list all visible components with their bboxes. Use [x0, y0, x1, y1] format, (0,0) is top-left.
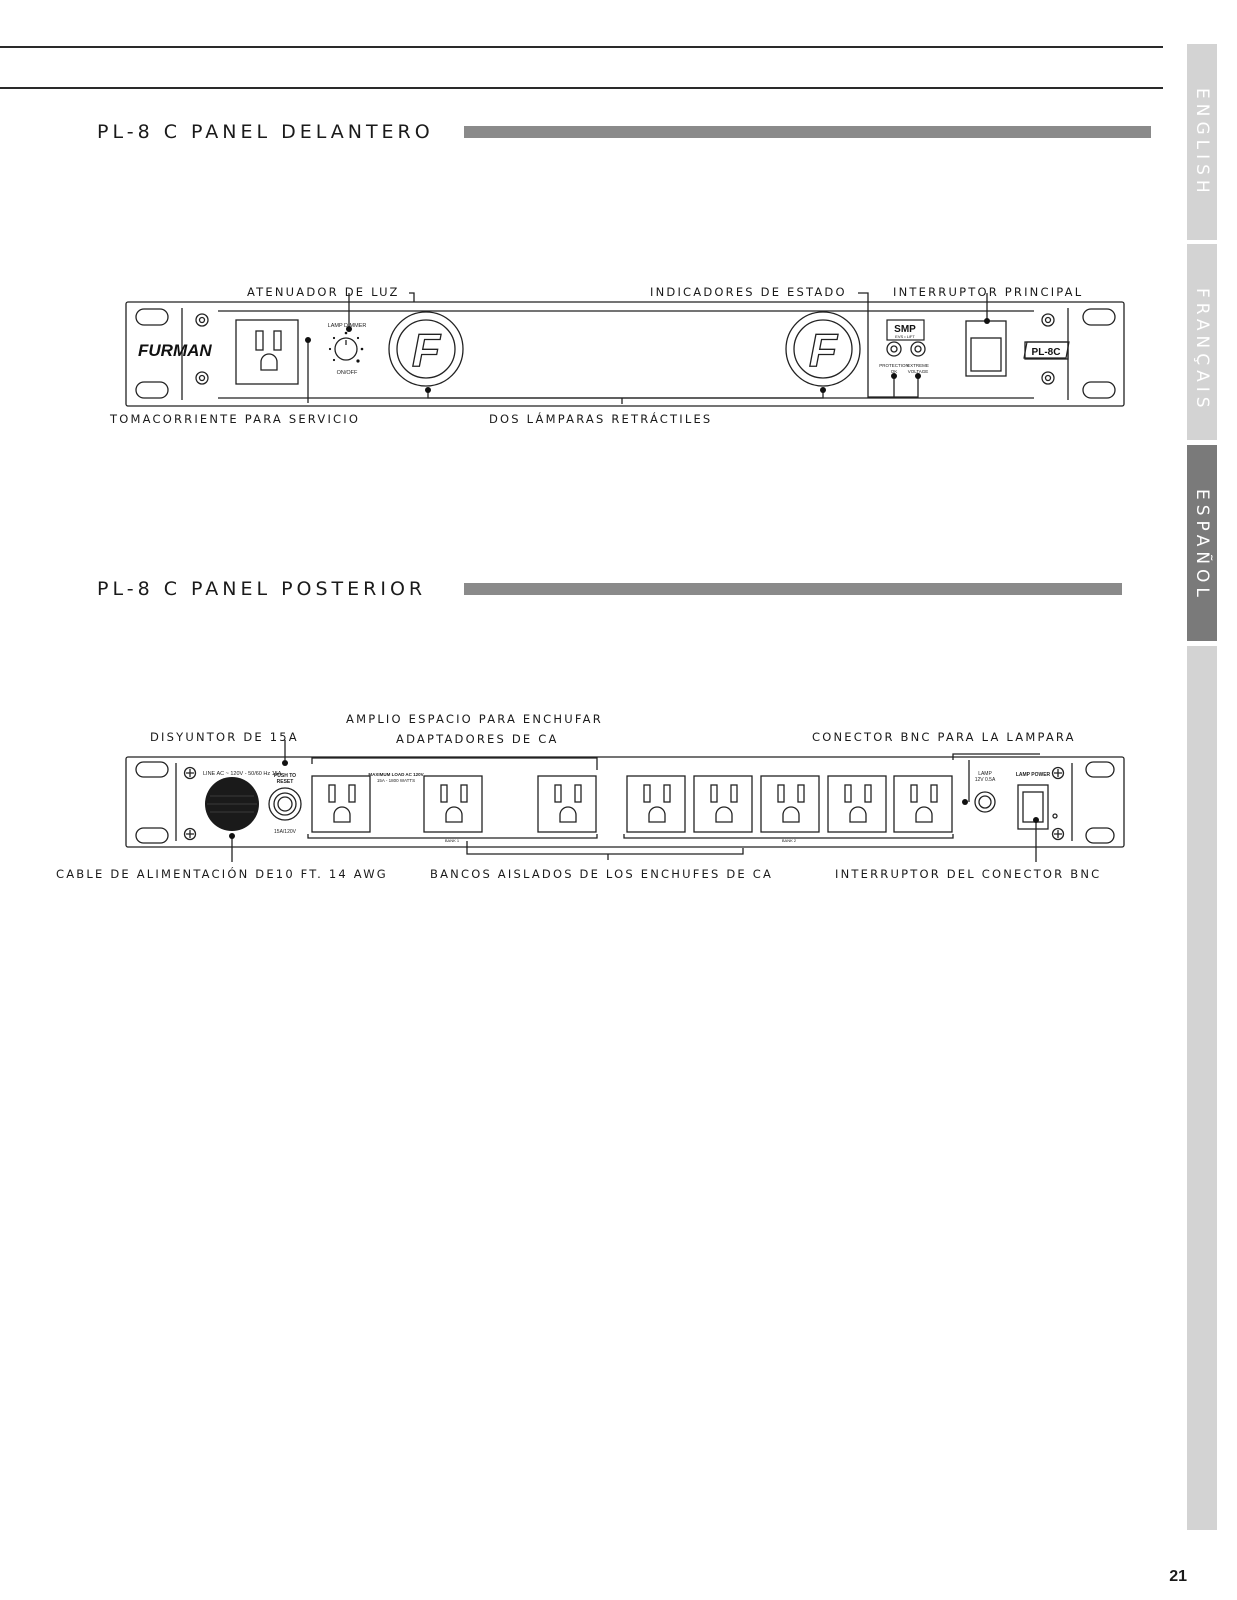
screw-icon	[1051, 827, 1065, 841]
on-off-text: ON/OFF	[337, 370, 358, 376]
label-amplio-1: AMPLIO ESPACIO PARA ENCHUFAR	[346, 712, 603, 726]
screw-icon	[1041, 371, 1055, 385]
side-tab-english[interactable]: ENGLISH	[1187, 44, 1217, 240]
label-tomacorriente: TOMACORRIENTE PARA SERVICIO	[110, 412, 361, 426]
bnc-connector[interactable]	[974, 791, 996, 813]
smp-subtitle: EVS • LiFT	[895, 334, 915, 339]
rear-title-bar	[464, 583, 1122, 595]
lamp-dimmer-text: LAMP DIMMER	[328, 323, 367, 329]
label-atenuador: ATENUADOR DE LUZ	[247, 285, 400, 299]
protection-led	[886, 341, 902, 357]
screw-icon	[195, 313, 209, 327]
bank-1-text: BANK 1	[445, 838, 460, 843]
side-tab-english-label: ENGLISH	[1192, 88, 1212, 198]
rack-slot	[135, 381, 169, 399]
front-title-bar	[464, 126, 1151, 138]
label-cable: CABLE DE ALIMENTACIÓN DE10 FT. 14 AWG	[56, 867, 388, 881]
breaker-rating: 15A/120V	[274, 829, 297, 835]
line-ac-text: LINE AC ~ 120V - 50/60 Hz 15A	[203, 771, 282, 777]
rack-slot	[135, 761, 169, 778]
service-outlet[interactable]	[235, 319, 299, 385]
max-load-text-2: 15A - 1800 WATTS	[377, 778, 415, 783]
rear-panel-body	[125, 756, 1125, 848]
max-load-text-1: MAXIMUM LOAD AC 120V	[368, 772, 423, 777]
push-reset-text-1: PUSH TO	[274, 773, 296, 779]
lamp-text-1: LAMP	[978, 771, 992, 777]
extreme-voltage-led	[910, 341, 926, 357]
label-indicadores: INDICADORES DE ESTADO	[650, 285, 847, 299]
rack-slot	[1085, 761, 1115, 778]
dimmer-knob[interactable]	[334, 337, 358, 361]
screw-icon	[1051, 766, 1065, 780]
label-amplio-2: ADAPTADORES DE CA	[396, 732, 559, 746]
label-bancos: BANCOS AISLADOS DE LOS ENCHUFES DE CA	[430, 867, 774, 881]
bank-2-text: BANK 2	[782, 838, 797, 843]
top-rule-2	[0, 87, 1163, 89]
lamp-text-2: 12V 0.5A	[975, 777, 996, 783]
label-interruptor-principal: INTERRUPTOR PRINCIPAL	[893, 285, 1084, 299]
rack-slot	[135, 308, 169, 326]
smp-logo: SMP	[894, 324, 916, 335]
front-section-title: PL-8 C PANEL DELANTERO	[97, 121, 434, 143]
rack-slot	[1082, 381, 1116, 399]
side-strip	[1187, 646, 1217, 1530]
protection-text-1: PROTECTION	[879, 363, 909, 368]
outlet-bank-2	[626, 775, 953, 833]
rack-slot	[1085, 827, 1115, 844]
lamp-f-logo-right: F	[809, 324, 839, 376]
screw-icon	[183, 766, 197, 780]
screw-icon	[183, 827, 197, 841]
extreme-text-2: VOLTAGE	[908, 369, 929, 374]
rear-section-title: PL-8 C PANEL POSTERIOR	[97, 578, 427, 600]
top-rule-1	[0, 46, 1163, 48]
circuit-breaker[interactable]	[268, 787, 302, 821]
protection-text-2: OK	[891, 369, 898, 374]
side-tab-espanol-label: ESPAÑOL	[1192, 489, 1212, 602]
rack-slot	[1082, 308, 1116, 326]
label-interruptor-bnc: INTERRUPTOR DEL CONECTOR BNC	[835, 867, 1102, 881]
outlet-bank-1	[311, 775, 597, 833]
side-tab-espanol[interactable]: ESPAÑOL	[1187, 445, 1217, 641]
rack-slot	[135, 827, 169, 844]
lamp-socket-left	[388, 311, 464, 387]
furman-logo: FURMAN	[138, 341, 212, 360]
side-tab-francais-label: FRANÇAIS	[1192, 288, 1212, 413]
screw-icon	[1041, 313, 1055, 327]
push-reset-text-2: RESET	[277, 779, 294, 785]
label-lamparas: DOS LÁMPARAS RETRÁCTILES	[489, 412, 713, 426]
label-disyuntor: DISYUNTOR DE 15A	[150, 730, 299, 744]
screw-icon	[195, 371, 209, 385]
model-name: PL-8C	[1032, 347, 1061, 358]
front-panel-body	[125, 301, 1125, 407]
page-number: 21	[1169, 1568, 1187, 1585]
lamp-socket-right	[785, 311, 861, 387]
lamp-power-text: LAMP POWER	[1016, 772, 1051, 778]
extreme-text-1: EXTREME	[907, 363, 929, 368]
label-conector-bnc: CONECTOR BNC PARA LA LAMPARA	[812, 730, 1076, 744]
side-tab-francais[interactable]: FRANÇAIS	[1187, 244, 1217, 440]
lamp-f-logo-left: F	[412, 324, 442, 376]
lamp-power-switch[interactable]	[1017, 784, 1049, 830]
